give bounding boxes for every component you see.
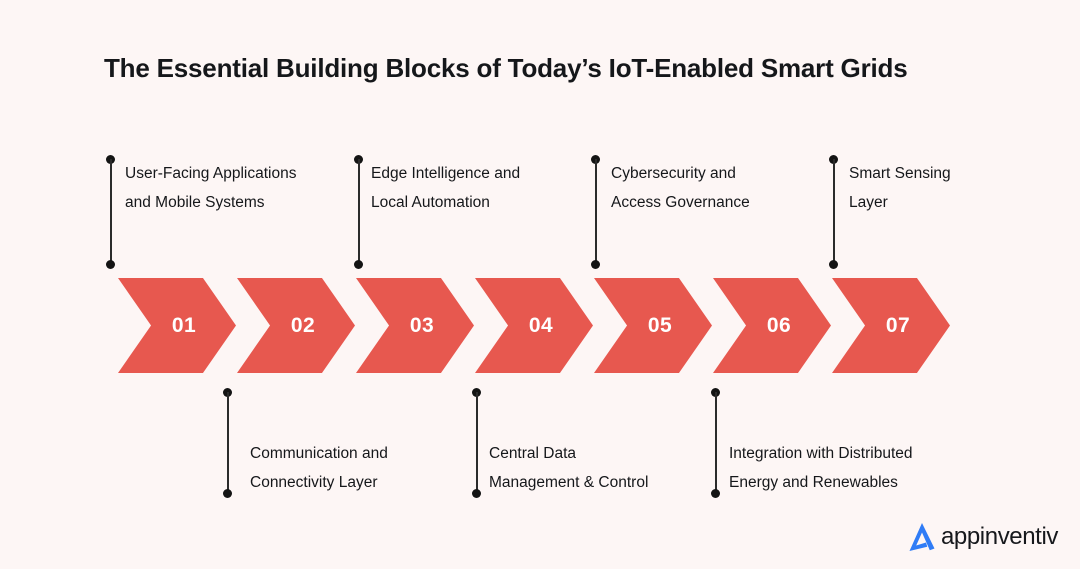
step-label-07: Smart Sensing Layer [849, 165, 951, 211]
page-title: The Essential Building Blocks of Today’s… [104, 53, 908, 83]
step-label-03: Edge Intelligence and Local Automation [371, 165, 521, 211]
connector-stem [226, 392, 229, 494]
chevron-step-02[interactable]: 02 [237, 278, 355, 373]
chevron-row: 01 02 03 04 05 06 07 [118, 278, 950, 373]
step-label-05: Cybersecurity and Access Governance [611, 165, 750, 211]
connector-dot-bottom [106, 260, 115, 269]
chevron-number: 05 [647, 313, 673, 337]
step-label-01: User-Facing Applications and Mobile Syst… [125, 165, 297, 211]
chevron-number: 01 [171, 313, 197, 337]
connector-bottom-2 [472, 388, 481, 498]
connector-top-3 [591, 155, 600, 269]
appinventiv-a-mark [909, 523, 935, 551]
logo-text: appinventiv [940, 522, 1058, 550]
chevron-number: 07 [885, 313, 911, 337]
connector-stem [594, 159, 597, 265]
chevron-step-01[interactable]: 01 [118, 278, 236, 373]
step-label-04: Central Data Management & Control [489, 445, 649, 491]
connector-dot-bottom [354, 260, 363, 269]
step-label-06: Integration with Distributed Energy and … [729, 445, 913, 491]
connector-dot-bottom [711, 489, 720, 498]
connector-stem [714, 392, 717, 494]
chevron-step-06[interactable]: 06 [713, 278, 831, 373]
chevron-number: 03 [409, 313, 435, 337]
step-label-02: Communication and Connectivity Layer [250, 445, 388, 491]
chevron-step-05[interactable]: 05 [594, 278, 712, 373]
chevron-number: 02 [290, 313, 316, 337]
appinventiv-logo[interactable]: appinventiv [907, 521, 1058, 552]
chevron-step-07[interactable]: 07 [832, 278, 950, 373]
connector-bottom-3 [711, 388, 720, 498]
connector-stem [832, 159, 835, 265]
connector-dot-bottom [472, 489, 481, 498]
connector-stem [357, 159, 360, 265]
connector-top-4 [829, 155, 838, 269]
connector-top-1 [106, 155, 115, 269]
connector-stem [109, 159, 112, 265]
connector-bottom-1 [223, 388, 232, 498]
connector-dot-bottom [591, 260, 600, 269]
chevron-step-03[interactable]: 03 [356, 278, 474, 373]
chevron-step-04[interactable]: 04 [475, 278, 593, 373]
chevron-number: 06 [766, 313, 792, 337]
connector-stem [475, 392, 478, 494]
connector-dot-bottom [223, 489, 232, 498]
connector-top-2 [354, 155, 363, 269]
chevron-number: 04 [528, 313, 554, 337]
connector-dot-bottom [829, 260, 838, 269]
